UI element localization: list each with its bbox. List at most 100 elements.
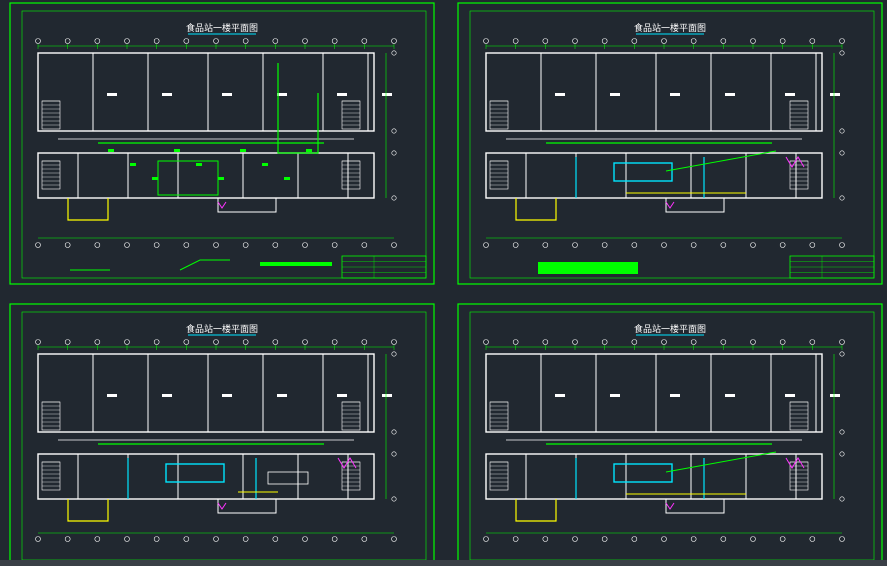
plan-sheet-4[interactable]: 食品站一楼平面图 [457,303,883,566]
axis-bubble-icon [213,242,219,248]
axis-bubble-icon [213,536,219,542]
axis-bubble-icon [391,451,397,457]
stair-icon [489,100,509,130]
axis-bubble-icon [153,38,160,44]
axis-bubble-icon [361,38,368,44]
axis-bubble-icon [809,536,816,542]
plan-sheet-3[interactable]: 食品站一楼平面图 [9,303,435,566]
axis-bubble-icon [690,536,697,542]
sheet-inner-frame [21,10,427,279]
axis-bubble-icon [183,339,190,345]
piping-layer [98,63,324,196]
axis-bubble-icon [64,339,71,345]
sheet-frame [457,303,883,566]
axis-bubble-icon [839,451,845,457]
sheet-frame [9,303,435,566]
room-tag [555,93,565,96]
stair-icon [789,461,809,491]
axis-bubble-icon [124,339,130,345]
axis-bubble-icon [153,242,160,248]
sheet-title: 食品站一楼平面图 [186,22,258,34]
building-south-block [485,453,823,500]
axis-bubble-icon [750,339,756,345]
axis-bubble-icon [631,38,638,44]
axis-bubble-icon [302,242,308,248]
building-south-block [37,152,375,199]
axis-bubble-icon [483,242,489,248]
axis-bubble-icon [272,339,279,345]
axis-bubble-icon [839,38,845,44]
axis-bubble-icon [242,339,249,345]
room-tag [382,394,392,397]
axis-bubble-icon [720,38,727,44]
axis-bubble-icon [690,38,697,44]
axis-bubble-icon [391,128,397,134]
axis-bubble-icon [391,38,397,44]
axis-bubble-icon [302,339,308,345]
room-tag [222,93,232,96]
axis-bubble-icon [661,38,667,44]
axis-bubble-icon [391,429,397,435]
sheet-inner-frame [21,311,427,561]
axis-bubble-icon [661,339,667,345]
axis-bubble-icon [35,242,41,248]
axis-bubble-icon [64,38,71,44]
building-north-block [485,52,823,132]
axis-bubble-icon [839,339,845,345]
axis-bubble-icon [94,536,101,542]
axis-bubble-icon [331,536,338,542]
room-tag [107,93,117,96]
axis-bubble-icon [750,536,756,542]
room-tag [162,93,172,96]
stair-icon [789,100,809,130]
axis-bubble-icon [483,536,489,542]
axis-bubble-icon [302,536,308,542]
axis-bubble-icon [779,38,786,44]
building-north-block [37,52,375,132]
axis-bubble-icon [631,536,638,542]
title-block [789,255,875,279]
room-tag [277,394,287,397]
stair-icon [41,401,61,431]
room-tag [337,93,347,96]
axis-bubble-icon [720,339,727,345]
axis-bubble-icon [361,339,368,345]
plan-sheet-1[interactable]: 食品站一楼平面图 [9,2,435,285]
axis-bubble-icon [572,242,578,248]
axis-bubble-icon [839,242,845,248]
axis-bubble-icon [483,38,489,44]
entrance-canopy [67,499,109,522]
axis-bubble-icon [331,339,338,345]
axis-bubble-icon [809,38,816,44]
axis-bubble-icon [35,38,41,44]
axis-bubble-icon [94,339,101,345]
sheet-inner-frame [469,311,875,561]
axis-bubble-icon [183,536,190,542]
entrance-canopy [515,499,557,522]
stair-icon [789,401,809,431]
axis-bubble-icon [839,128,845,134]
stair-icon [41,461,61,491]
axis-bubble-icon [572,339,578,345]
axis-bubble-icon [391,339,397,345]
axis-bubble-icon [839,150,845,156]
stair-icon [341,100,361,130]
axis-bubble-icon [391,242,397,248]
axis-bubble-icon [542,536,549,542]
axis-bubble-icon [272,38,279,44]
axis-bubble-icon [391,496,397,502]
axis-bubble-icon [601,38,608,44]
entrance-canopy [515,198,557,221]
axis-bubble-icon [631,339,638,345]
building-south-block [485,152,823,199]
room-tag [785,394,795,397]
axis-bubble-icon [391,351,397,357]
room-tag [785,93,795,96]
room-tag [337,394,347,397]
axis-bubble-icon [183,242,190,248]
room-tag [830,394,840,397]
plan-sheet-2[interactable]: 食品站一楼平面图 [457,2,883,285]
axis-bubble-icon [661,536,667,542]
axis-bubble-icon [779,339,786,345]
